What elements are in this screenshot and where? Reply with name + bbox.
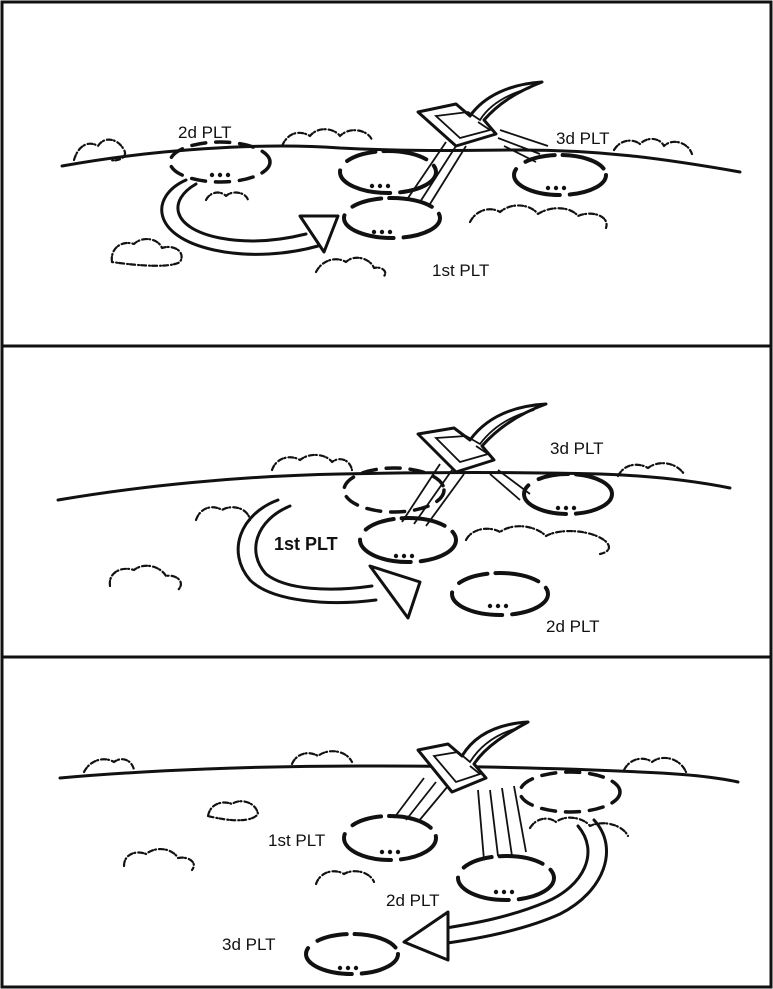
vegetation-icon xyxy=(194,506,252,522)
position-dots xyxy=(393,553,415,559)
label-1st-plt: 1st PLT xyxy=(274,534,338,554)
vegetation-icon xyxy=(314,256,387,278)
fire-lines xyxy=(401,463,531,527)
vegetation-icon xyxy=(108,564,182,592)
platoon-position-icon xyxy=(518,770,622,814)
vegetation-icon xyxy=(280,128,374,148)
label-3d-plt: 3d PLT xyxy=(222,935,276,954)
panel-1: 2d PLT 3d PLT 1st PLT xyxy=(60,80,742,280)
fire-lines xyxy=(407,129,549,205)
platoon-position-icon xyxy=(342,196,442,240)
movement-arrow-icon xyxy=(160,178,340,256)
horizon-ridge xyxy=(56,471,732,502)
position-dots xyxy=(337,965,359,971)
label-1st-plt: 1st PLT xyxy=(268,831,325,850)
vegetation-icon xyxy=(206,800,260,822)
position-dots xyxy=(487,603,509,609)
platoon-position-icon xyxy=(168,140,272,184)
vegetation-icon xyxy=(72,138,127,162)
label-3d-plt: 3d PLT xyxy=(550,439,604,458)
vegetation-icon xyxy=(528,816,630,838)
position-dots xyxy=(379,849,401,855)
label-3d-plt: 3d PLT xyxy=(556,129,610,148)
vegetation-icon xyxy=(468,204,608,230)
position-dots xyxy=(371,229,393,235)
label-1st-plt: 1st PLT xyxy=(432,261,489,280)
vegetation-icon xyxy=(612,137,694,156)
position-dots xyxy=(555,505,577,511)
vegetation-icon xyxy=(270,453,354,472)
platoon-position-icon xyxy=(342,814,438,862)
enemy-attack-arrow-icon xyxy=(416,402,548,474)
movement-arrow-icon xyxy=(402,818,609,962)
platoon-position-icon xyxy=(304,932,400,976)
label-2d-plt: 2d PLT xyxy=(178,123,232,142)
vegetation-icon xyxy=(622,756,688,774)
fire-lines xyxy=(393,777,527,861)
position-dots xyxy=(545,185,567,191)
platoon-position-icon xyxy=(522,472,614,516)
vegetation-icon xyxy=(464,525,610,556)
position-dots xyxy=(493,889,515,895)
horizon-ridge xyxy=(60,144,742,174)
panel-3: 1st PLT 2d PLT 3d PLT xyxy=(58,720,740,976)
label-2d-plt: 2d PLT xyxy=(386,891,440,910)
enemy-attack-arrow-icon xyxy=(416,720,530,794)
label-2d-plt: 2d PLT xyxy=(546,617,600,636)
movement-arrow-icon xyxy=(236,498,422,620)
position-dots xyxy=(369,183,391,189)
vegetation-icon xyxy=(122,848,195,872)
platoon-position-icon xyxy=(358,516,458,564)
platoon-position-icon xyxy=(338,149,438,195)
vegetation-icon xyxy=(616,462,686,478)
vegetation-icon xyxy=(314,870,376,886)
platoon-position-icon xyxy=(450,571,550,617)
vegetation-icon xyxy=(110,238,183,267)
position-dots xyxy=(209,172,231,178)
enemy-attack-arrow-icon xyxy=(416,80,544,148)
horizon-ridge xyxy=(58,764,740,784)
vegetation-icon xyxy=(204,191,250,202)
platoon-position-icon xyxy=(456,854,556,902)
vegetation-icon xyxy=(290,750,354,766)
panel-2: 3d PLT 1st PLT 2d PLT xyxy=(56,402,732,636)
platoon-position-icon xyxy=(342,466,446,514)
platoon-position-icon xyxy=(512,153,608,197)
vegetation-icon xyxy=(82,758,136,774)
